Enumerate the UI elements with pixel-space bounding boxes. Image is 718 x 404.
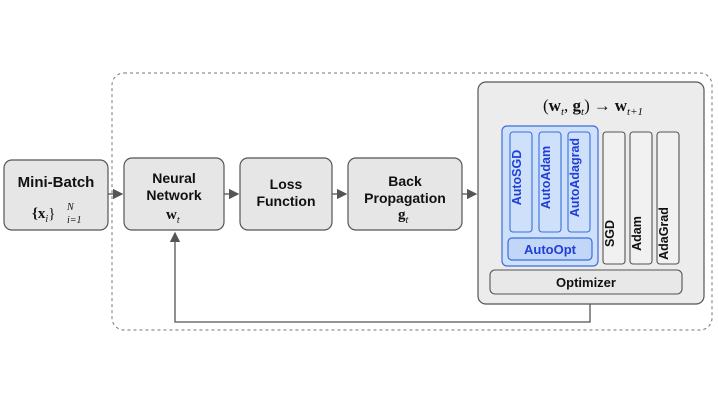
base-optimizer-adagrad-box — [656, 131, 680, 265]
mini-batch-node: Mini-Batch {xi} N i=1 — [3, 159, 109, 231]
auto-optimizer-autoadagrad-label: AutoAdagrad — [568, 138, 582, 217]
base-optimizer-adagrad-label: AdaGrad — [657, 207, 671, 260]
base-optimizer-sgd-label: SGD — [603, 220, 617, 247]
neural-network-label-1: Neural — [152, 170, 196, 186]
mini-batch-formula: {xi} — [32, 206, 55, 225]
base-optimizer-adam-box — [629, 131, 653, 265]
mini-batch-range: i=1 — [67, 215, 82, 226]
auto-optimizer-autoadam-label: AutoAdam — [539, 146, 553, 209]
arrow-feedback-update — [169, 231, 591, 323]
auto-optimizer-autoadam-box — [538, 131, 562, 233]
auto-opt-label: AutoOpt — [524, 242, 577, 257]
loss-function-label-2: Function — [256, 193, 315, 209]
back-propagation-label-2: Propagation — [364, 190, 446, 206]
neural-network-label-2: Network — [146, 187, 201, 203]
auto-opt-box — [507, 237, 593, 261]
auto-optimizer-autosgd-label: AutoSGD — [510, 150, 524, 206]
back-propagation-node: Back Propagation gt — [347, 157, 463, 231]
back-propagation-var: gt — [398, 207, 409, 226]
loss-function-node: Loss Function — [239, 157, 333, 231]
auto-optimizer-autosgd-box — [509, 131, 533, 233]
optimizer-label: Optimizer — [556, 275, 616, 290]
mini-batch-sup: N — [66, 202, 75, 213]
base-optimizer-adam-label: Adam — [630, 216, 644, 251]
dashed-boundary — [111, 72, 713, 331]
back-propagation-label-1: Back — [388, 173, 422, 189]
optimizer-box — [489, 269, 683, 295]
loss-function-label-1: Loss — [270, 176, 303, 192]
auto-optimizer-autoadagrad-box — [567, 131, 591, 233]
base-optimizer-bars: SGD Adam AdaGrad — [602, 131, 680, 265]
neural-network-node: Neural Network wt — [123, 157, 225, 231]
update-rule: (wt, gt)→wt+1 — [543, 96, 643, 118]
base-optimizer-sgd-box — [602, 131, 626, 265]
mini-batch-label: Mini-Batch — [18, 174, 95, 191]
optimizer-panel: (wt, gt)→wt+1 AutoSGD AutoAdam AutoAdagrad… — [477, 81, 705, 305]
auto-optimizer-bars: AutoSGD AutoAdam AutoAdagrad — [509, 131, 591, 233]
neural-network-var: wt — [166, 207, 180, 226]
